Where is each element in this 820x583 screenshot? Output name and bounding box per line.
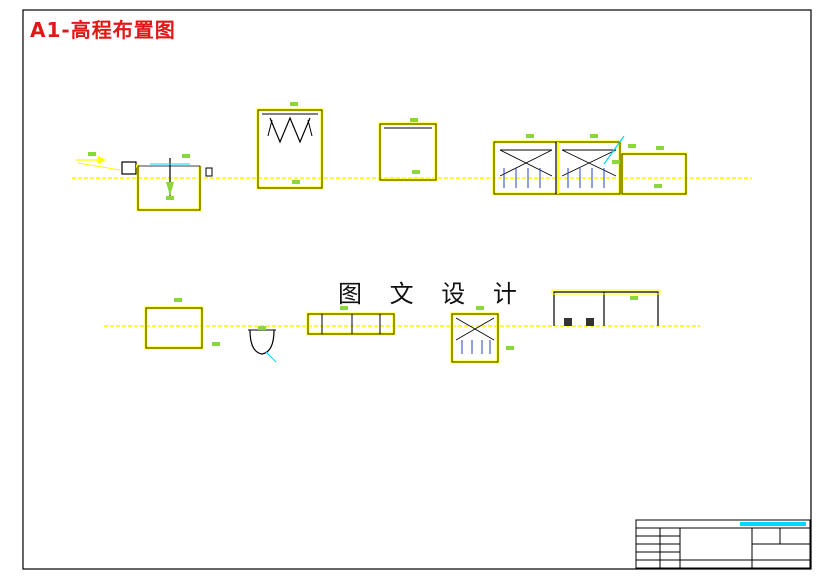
inlet-arrow-icon <box>76 152 121 171</box>
title-block <box>635 519 811 569</box>
pump-house <box>551 289 661 326</box>
aeration-tank <box>492 134 625 196</box>
watermark-text: 图 文 设 计 <box>338 280 527 308</box>
thickener-tank <box>144 298 220 350</box>
filter-tank <box>306 306 396 336</box>
tank-tall <box>256 102 324 190</box>
sludge-hopper <box>248 326 277 363</box>
digester-tank <box>450 306 514 364</box>
sheet-border <box>22 9 812 570</box>
tank-clear <box>620 144 688 196</box>
tank-medium <box>378 118 438 182</box>
screen-well <box>121 154 213 212</box>
page-title: A1-高程布置图 <box>30 18 176 42</box>
